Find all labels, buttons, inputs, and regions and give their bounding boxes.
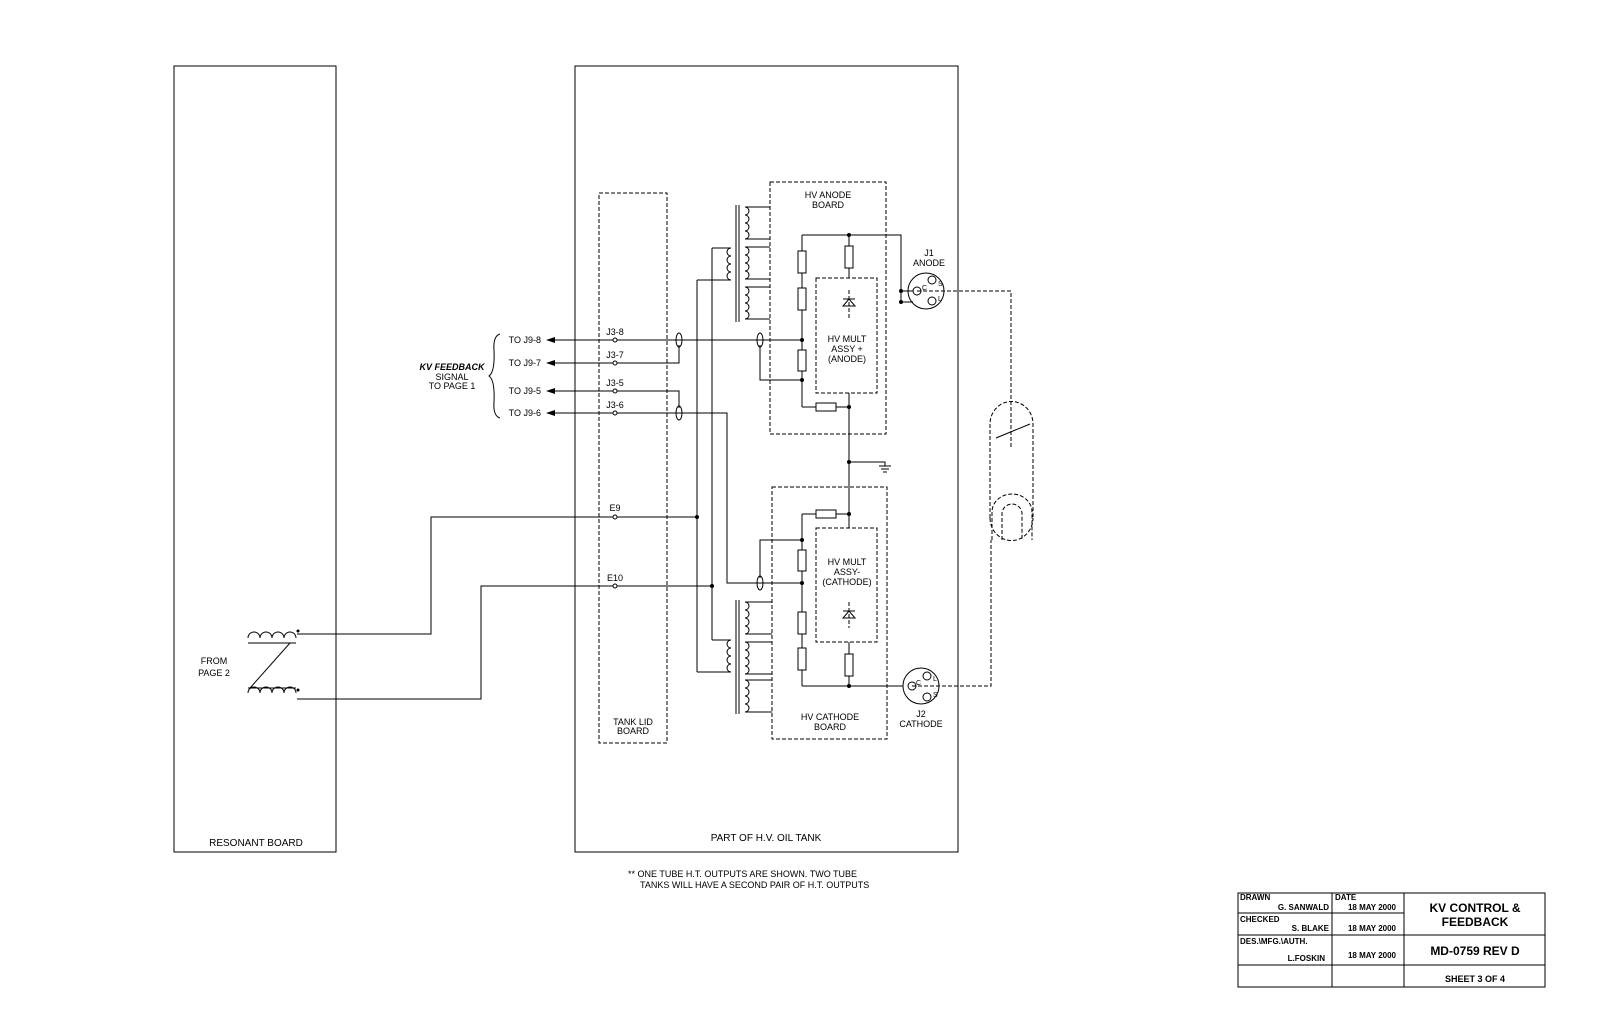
svg-text:ASSY +: ASSY +	[831, 344, 863, 354]
svg-text:L: L	[933, 676, 937, 683]
j1-anode-connector: J1 ANODE S C L	[907, 248, 1012, 448]
e9-label: E9	[609, 503, 620, 513]
input-transformer: FROM PAGE 2	[198, 629, 300, 694]
terminal-e10	[612, 583, 618, 589]
arrow-icon	[546, 388, 555, 394]
svg-text:HV CATHODE: HV CATHODE	[801, 712, 859, 722]
twisted-pair-icon	[675, 332, 683, 348]
svg-text:S. BLAKE: S. BLAKE	[1292, 924, 1330, 933]
svg-text:TO J9-6: TO J9-6	[509, 408, 541, 418]
svg-text:18 MAY 2000: 18 MAY 2000	[1348, 951, 1397, 960]
arrow-icon	[546, 337, 555, 343]
svg-text:J3-6: J3-6	[606, 400, 624, 410]
oil-tank-label: PART OF H.V. OIL TANK	[711, 833, 822, 844]
svg-text:DATE: DATE	[1335, 893, 1357, 902]
svg-text:G. SANWALD: G. SANWALD	[1278, 903, 1329, 912]
svg-text:BOARD: BOARD	[812, 200, 845, 210]
svg-text:J2: J2	[916, 709, 926, 719]
svg-text:S: S	[933, 692, 938, 699]
svg-text:(ANODE): (ANODE)	[828, 354, 866, 364]
arrow-icon	[546, 410, 555, 416]
svg-text:S: S	[938, 281, 943, 288]
resistor	[797, 250, 807, 274]
oil-tank: PART OF H.V. OIL TANK	[574, 65, 959, 853]
svg-text:TO PAGE 1: TO PAGE 1	[429, 381, 476, 391]
title-block: DRAWN G. SANWALD DATE 18 MAY 2000 CHECKE…	[1237, 892, 1546, 988]
xray-tube	[989, 400, 1034, 542]
svg-text:TANK LID: TANK LID	[613, 717, 653, 727]
svg-text:TO J9-8: TO J9-8	[509, 335, 541, 345]
resistor	[797, 549, 807, 572]
ground-icon	[847, 460, 891, 473]
document-number: MD-0759 REV D	[1430, 944, 1520, 958]
svg-text:(CATHODE): (CATHODE)	[822, 577, 871, 587]
resistor	[815, 509, 837, 519]
svg-text:ANODE: ANODE	[913, 258, 945, 268]
svg-text:18 MAY 2000: 18 MAY 2000	[1348, 924, 1397, 933]
resistor	[797, 647, 807, 671]
svg-text:J3-7: J3-7	[606, 350, 624, 360]
svg-text:SIGNAL: SIGNAL	[435, 372, 468, 382]
svg-text:TO J9-5: TO J9-5	[509, 386, 541, 396]
svg-text:J1: J1	[924, 248, 934, 258]
svg-text:HV ANODE: HV ANODE	[805, 190, 852, 200]
svg-text:FROM: FROM	[201, 656, 228, 666]
anode-transformer	[697, 205, 770, 322]
twisted-pair-icon	[756, 575, 764, 591]
svg-text:L: L	[938, 296, 942, 303]
svg-text:FEEDBACK: FEEDBACK	[1442, 915, 1509, 929]
resistor	[797, 349, 807, 372]
diode-icon	[841, 602, 857, 628]
resistor	[815, 402, 837, 412]
feedback-lines: J3-8 J3-7 J3-5 J3-6 TO J9-8 TO J9-7 TO J…	[419, 327, 802, 591]
svg-text:J3-8: J3-8	[606, 327, 624, 337]
resistor	[844, 245, 854, 269]
svg-text:18 MAY 2000: 18 MAY 2000	[1348, 903, 1397, 912]
resistor	[844, 653, 854, 677]
e10-label: E10	[607, 573, 623, 583]
twisted-pair-icon	[756, 332, 764, 348]
svg-text:BOARD: BOARD	[814, 722, 847, 732]
twisted-pair-icon	[675, 405, 683, 421]
sheet-number: SHEET 3 OF 4	[1445, 974, 1505, 984]
arrow-icon	[546, 360, 555, 366]
drawing-title: KV CONTROL &	[1429, 901, 1520, 915]
svg-text:TO J9-7: TO J9-7	[509, 358, 541, 368]
svg-text:ASSY-: ASSY-	[834, 567, 860, 577]
svg-text:CATHODE: CATHODE	[899, 719, 942, 729]
svg-text:DES.\MFG.\AUTH.: DES.\MFG.\AUTH.	[1240, 937, 1308, 946]
j2-cathode-connector: L C S J2 CATHODE	[899, 540, 992, 729]
hv-cathode-board: HV CATHODE BOARD HV MULT ASSY- (CATHODE)	[771, 486, 903, 740]
note-line-1: ** ONE TUBE H.T. OUTPUTS ARE SHOWN. TWO …	[628, 869, 857, 879]
note-line-2: TANKS WILL HAVE A SECOND PAIR OF H.T. OU…	[640, 880, 869, 890]
resistor	[797, 287, 807, 311]
svg-text:C: C	[916, 680, 921, 687]
terminal-e9	[612, 514, 618, 520]
svg-text:CHECKED: CHECKED	[1240, 915, 1280, 924]
svg-text:HV MULT: HV MULT	[828, 557, 867, 567]
resonant-board-label: RESONANT BOARD	[209, 838, 303, 849]
hv-anode-board: HV ANODE BOARD HV MULT ASSY + (ANODE)	[769, 181, 913, 517]
svg-text:PAGE 2: PAGE 2	[198, 668, 230, 678]
svg-text:BOARD: BOARD	[617, 726, 650, 736]
brace-icon	[488, 333, 501, 419]
tank-lid-board: TANK LID BOARD	[598, 192, 668, 744]
svg-text:HV MULT: HV MULT	[828, 334, 867, 344]
resistor	[797, 611, 807, 635]
kv-feedback-title: KV FEEDBACK	[419, 362, 486, 372]
svg-text:DRAWN: DRAWN	[1240, 893, 1270, 902]
diode-icon	[841, 290, 857, 318]
cathode-transformer	[697, 600, 772, 714]
resonant-board: RESONANT BOARD	[173, 65, 337, 853]
svg-text:J3-5: J3-5	[606, 378, 624, 388]
svg-text:C: C	[922, 285, 927, 292]
svg-text:L.FOSKIN: L.FOSKIN	[1288, 954, 1326, 963]
